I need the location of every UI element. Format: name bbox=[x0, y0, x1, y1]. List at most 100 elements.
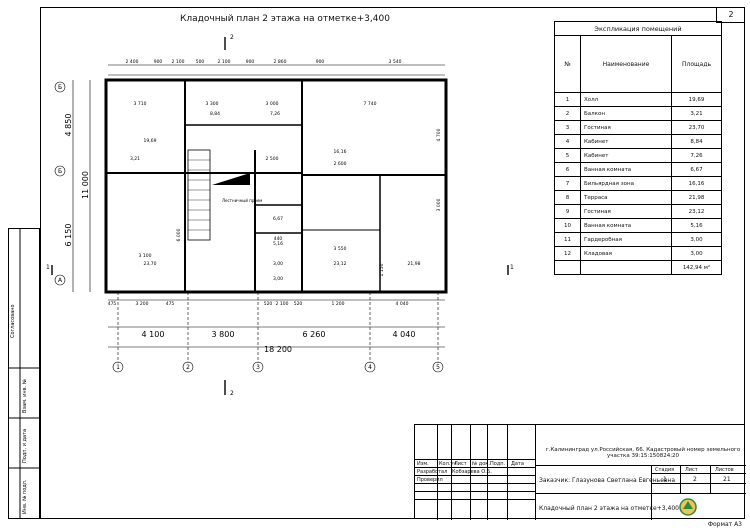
area-1: 19,69 bbox=[144, 138, 157, 144]
area-7: 16,16 bbox=[334, 149, 347, 155]
bottom-dim-2: 3 200 bbox=[136, 301, 149, 307]
inner-dim-5: 2 500 bbox=[266, 156, 279, 162]
sheet-border bbox=[40, 7, 745, 519]
area-6: 6,67 bbox=[273, 216, 283, 222]
tb-checked: Проверил bbox=[417, 477, 443, 483]
side-stamp-2: Подп. и дата bbox=[22, 429, 28, 463]
tb-col-date: Дата bbox=[511, 461, 524, 467]
tb-drawing-name: Кладочный план 2 этажа на отметке+3,400 bbox=[539, 505, 679, 512]
axis-3: 3 bbox=[256, 364, 260, 371]
tb-sheet-value: 2 bbox=[693, 476, 697, 483]
inner-dim-13: 440 bbox=[274, 236, 283, 242]
axis-1: 1 bbox=[116, 364, 120, 371]
top-dim-1: 2 400 bbox=[126, 59, 139, 65]
axis-b2: Б bbox=[58, 168, 62, 175]
bottom-dim-3: 475 bbox=[166, 301, 175, 307]
area-12: 3,00 bbox=[273, 276, 283, 282]
area-5: 7,26 bbox=[270, 111, 280, 117]
plan-title: Кладочный план 2 этажа на отметке+3,400 bbox=[180, 14, 390, 24]
axis-b1: Б bbox=[58, 84, 62, 91]
col-area: Площадь bbox=[671, 35, 722, 93]
area-2: 3,21 bbox=[130, 156, 140, 162]
title-block: Изм. Кол.уч Лист № док. Подп. Дата Разра… bbox=[414, 424, 746, 520]
tb-stage-value: 1 bbox=[663, 476, 667, 483]
bottom-dim-8: 4 040 bbox=[396, 301, 409, 307]
axis-dim-1: 4 100 bbox=[142, 330, 165, 339]
axis-dim-2: 3 800 bbox=[212, 330, 235, 339]
bottom-dim-7: 1 200 bbox=[332, 301, 345, 307]
tb-col-podp: Подп. bbox=[490, 461, 506, 467]
axis-dim-3: 6 260 bbox=[303, 330, 326, 339]
room-total: 142,94 м² bbox=[671, 260, 722, 275]
table-total: 142,94 м² bbox=[554, 260, 722, 275]
bottom-dim-1: 475 bbox=[108, 301, 117, 307]
top-dim-5: 2 100 bbox=[218, 59, 231, 65]
sheet-number: 2 bbox=[716, 8, 745, 23]
axis-4: 4 bbox=[368, 364, 372, 371]
left-dim-3: 6 150 bbox=[64, 224, 73, 247]
inner-dim-7: 3 100 bbox=[139, 253, 152, 259]
area-10: 5,16 bbox=[273, 241, 283, 247]
room-table: Экспликация помещений № Наименование Пло… bbox=[554, 21, 722, 275]
section-mark-left: 1 bbox=[46, 264, 50, 271]
area-4: 8,84 bbox=[210, 111, 220, 117]
left-dim-2: 11 000 bbox=[81, 171, 90, 199]
bottom-dim-4: 520 bbox=[264, 301, 273, 307]
inner-dim-2: 3 300 bbox=[206, 101, 219, 107]
tb-address: г.Калининград ул.Российская, 66. Кадастр… bbox=[545, 447, 741, 459]
section-mark-right: 1 bbox=[510, 264, 514, 271]
tb-col-kol: Кол.уч bbox=[439, 461, 457, 467]
area-11: 3,00 bbox=[273, 261, 283, 267]
tb-col-izm: Изм. bbox=[417, 461, 429, 467]
bottom-dim-5: 2 100 bbox=[276, 301, 289, 307]
inner-dim-8: 3 550 bbox=[334, 246, 347, 252]
inner-dim-10: 4 700 bbox=[436, 128, 442, 141]
tb-sheets-label: Листов bbox=[715, 467, 734, 473]
stair-label: Лестничный проем bbox=[222, 198, 262, 203]
top-dim-7: 2 860 bbox=[274, 59, 287, 65]
tb-col-list: Лист bbox=[454, 461, 467, 467]
side-stamp-4: Согласовано bbox=[10, 304, 16, 338]
inner-dim-12: 1 150 bbox=[379, 263, 385, 276]
left-dim-1: 4 850 bbox=[64, 114, 73, 137]
tb-stage-label: Стадия bbox=[655, 467, 675, 473]
col-name: Наименование bbox=[580, 35, 672, 93]
company-logo-icon bbox=[679, 498, 697, 516]
inner-dim-1: 3 710 bbox=[134, 101, 147, 107]
tb-sheets-value: 21 bbox=[723, 476, 731, 483]
tb-customer: Заказчик: Глазунова Светлана Евгеньевна bbox=[539, 477, 676, 484]
inner-dim-3: 3 000 bbox=[266, 101, 279, 107]
top-dim-9: 3 540 bbox=[389, 59, 402, 65]
inner-dim-6: 2 600 bbox=[334, 161, 347, 167]
top-dim-4: 500 bbox=[196, 59, 205, 65]
top-dim-2: 900 bbox=[154, 59, 163, 65]
top-dim-3: 2 100 bbox=[172, 59, 185, 65]
area-9: 23,12 bbox=[334, 261, 347, 267]
side-stamp-1: Инв. № подл. bbox=[22, 479, 28, 514]
top-dim-8: 900 bbox=[316, 59, 325, 65]
axis-5: 5 bbox=[436, 364, 440, 371]
tb-developer-name: Кобзарева О.Б. bbox=[452, 469, 492, 475]
bottom-dim-6: 520 bbox=[294, 301, 303, 307]
inner-dim-9: 6 000 bbox=[176, 228, 182, 241]
side-stamp: Согласовано Взам. инв. № Подп. и дата Ин… bbox=[8, 228, 40, 519]
axis-dim-4: 4 040 bbox=[393, 330, 416, 339]
axis-2: 2 bbox=[186, 364, 190, 371]
side-stamp-3: Взам. инв. № bbox=[22, 378, 28, 413]
tb-col-doc: № док. bbox=[472, 461, 490, 467]
room-table-caption: Экспликация помещений bbox=[554, 21, 722, 36]
tb-developed: Разработал bbox=[417, 469, 448, 475]
col-num: № bbox=[554, 35, 581, 93]
stair-arrow bbox=[212, 173, 250, 185]
